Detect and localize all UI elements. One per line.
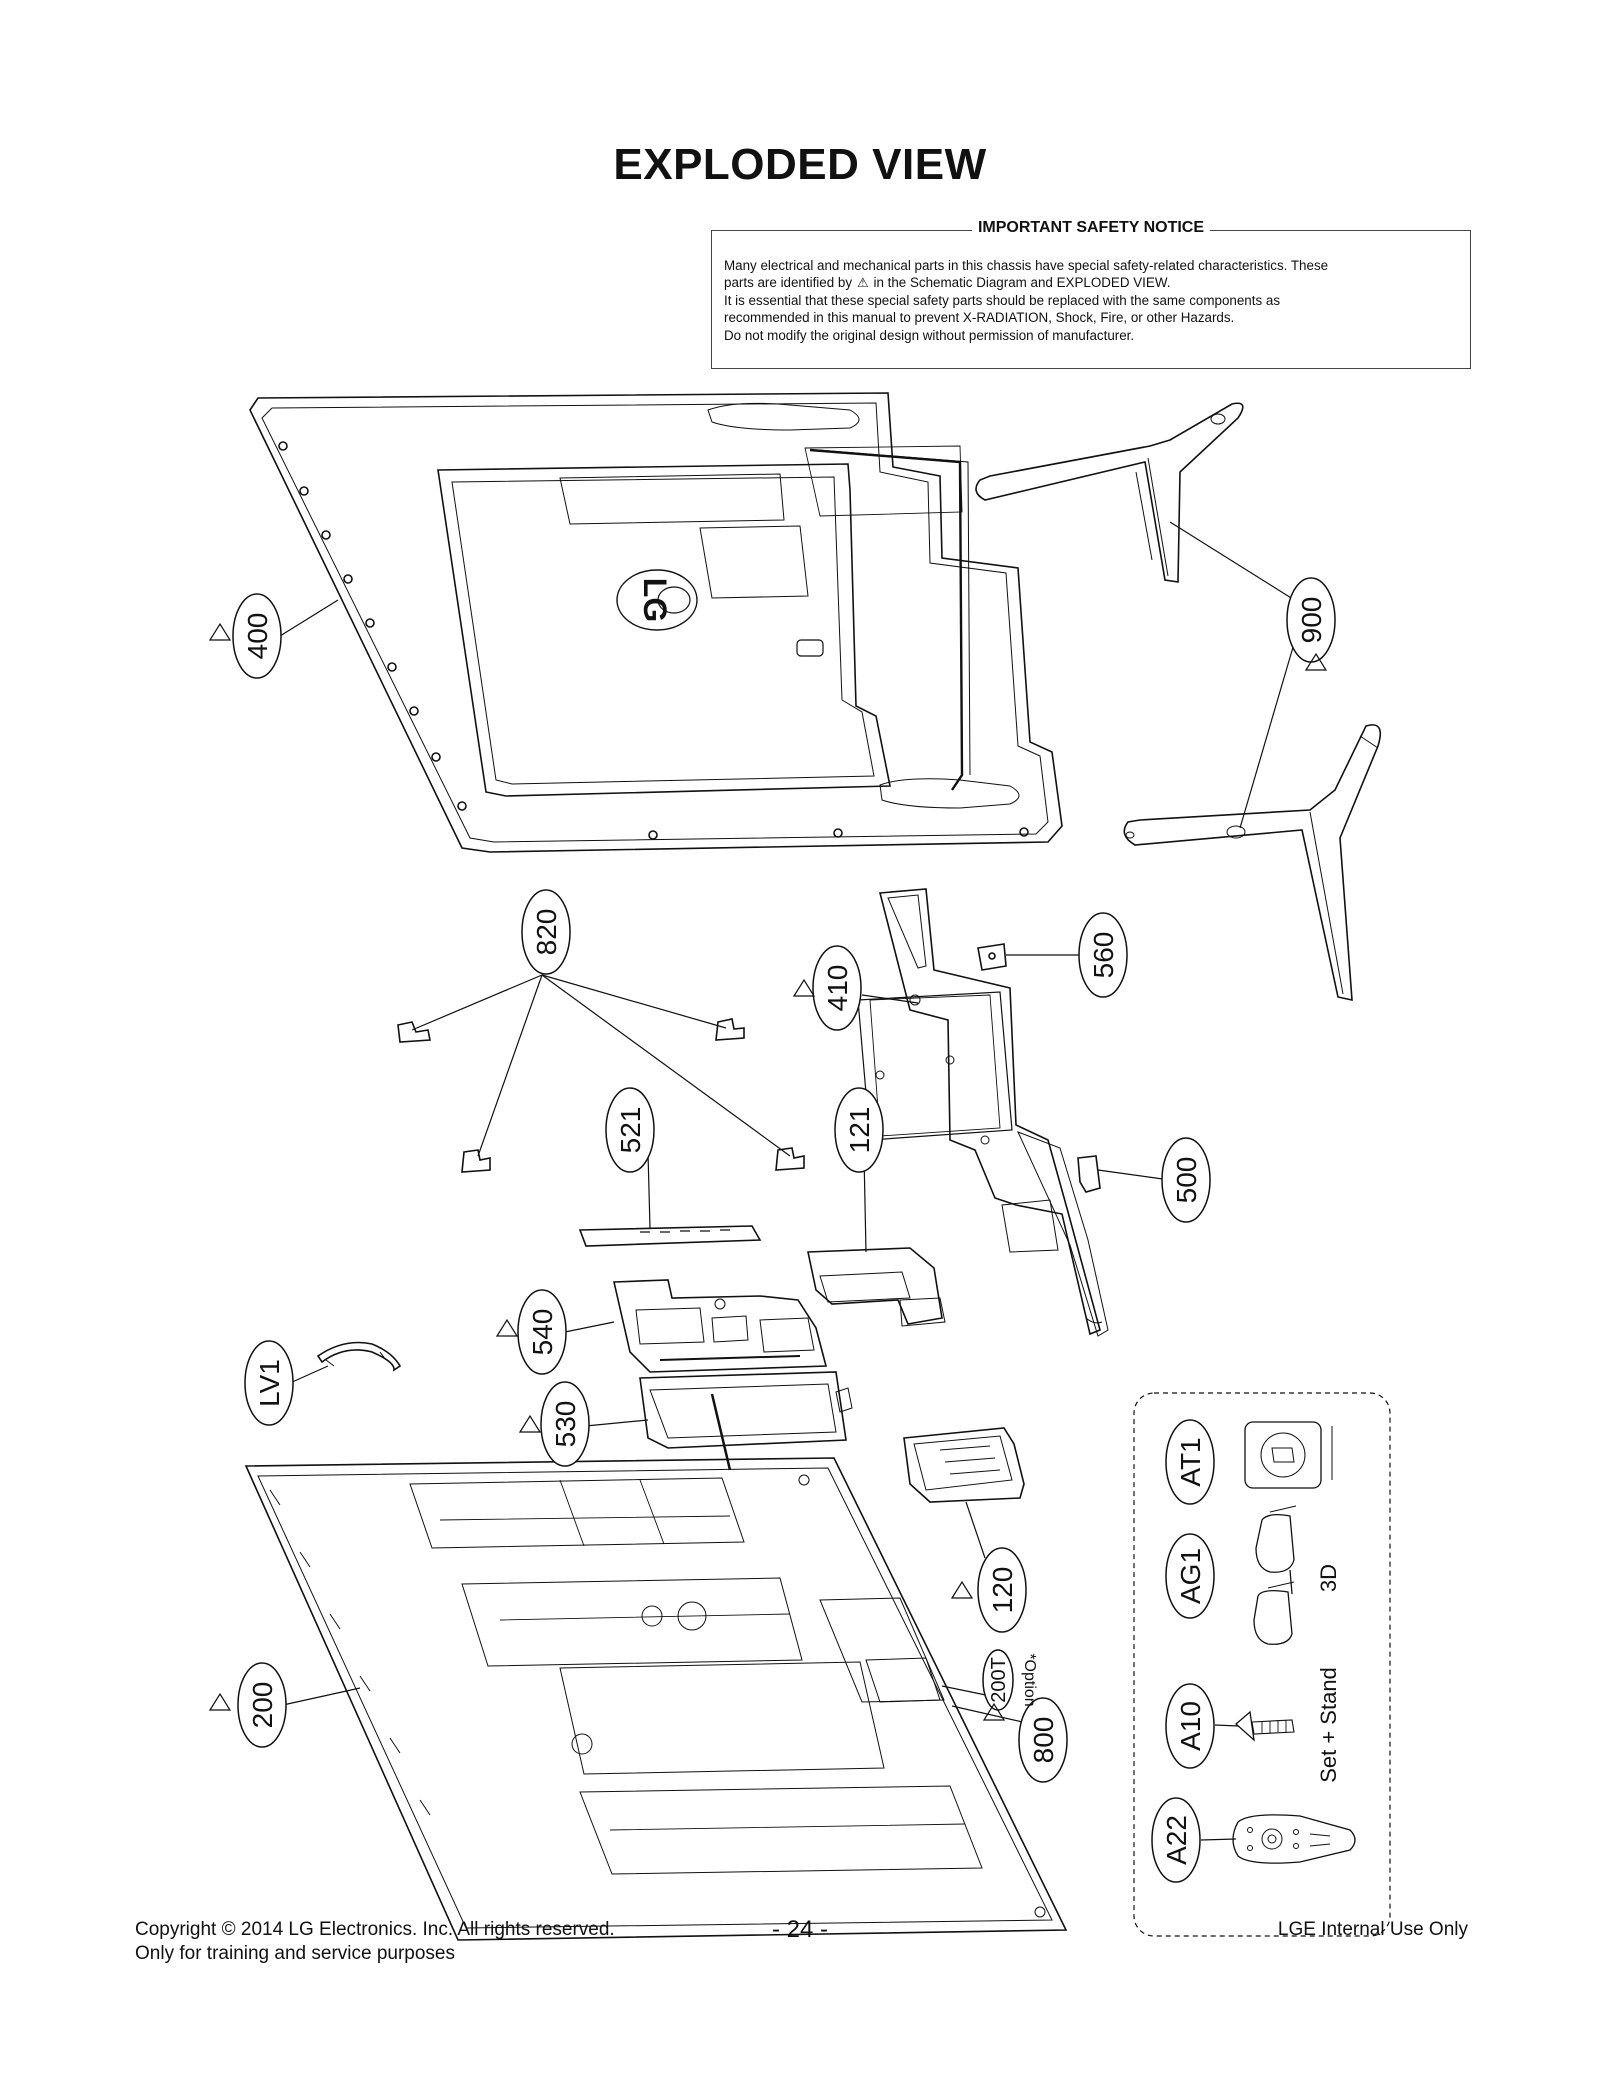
label-ellipse: [540, 1381, 590, 1467]
part-label-200: 200: [247, 1682, 278, 1729]
warning-triangle-icon: [1304, 652, 1328, 671]
warning-triangle-icon: [208, 1692, 232, 1711]
remote-control-accessory: [1232, 1814, 1356, 1864]
label-ellipse: [237, 1662, 287, 1748]
connector-bar-part: [578, 1225, 762, 1247]
label-ellipse: [834, 1087, 884, 1173]
lvds-cable-part: [316, 1341, 402, 1372]
speaker-part: [903, 1427, 1025, 1503]
frame-support-part: [857, 888, 1109, 1337]
label-ellipse: [1018, 1697, 1068, 1783]
part-label-800: 800: [1028, 1717, 1059, 1764]
warning-triangle-icon: [495, 1318, 519, 1337]
part-label-200t: 200T: [988, 1657, 1010, 1703]
label-ellipse: [1078, 912, 1128, 998]
ir-receiver-part: [1077, 1155, 1101, 1193]
safety-notice-line-part: parts are identified by: [724, 275, 853, 291]
bracket-part: [397, 1018, 805, 1173]
safety-notice-line-part: in the Schematic Diagram and EXPLODED VI…: [873, 275, 1171, 291]
warning-triangle-icon: [792, 978, 816, 997]
label-ellipse: [1151, 1797, 1201, 1883]
part-label-560: 560: [1088, 932, 1119, 979]
battery-accessory: [1244, 1421, 1333, 1489]
button-board-part: [977, 943, 1007, 971]
safety-notice-line: Do not modify the original design withou…: [724, 327, 1135, 343]
purpose-text: Only for training and service purposes: [135, 1943, 455, 1964]
part-label-a10: A10: [1175, 1701, 1206, 1751]
main-board-part: [613, 1279, 828, 1373]
safety-notice-line: Many electrical and mechanical parts in …: [724, 258, 1329, 273]
part-label-400: 400: [242, 613, 273, 660]
option-note: *Option: [1021, 1653, 1038, 1706]
part-label-540: 540: [527, 1309, 558, 1356]
label-ellipse: [605, 1087, 655, 1173]
part-label-120: 120: [987, 1567, 1018, 1614]
part-label-820: 820: [531, 909, 562, 956]
page-title: EXPLODED VIEW: [613, 140, 987, 189]
part-label-121: 121: [844, 1107, 875, 1154]
page-number: - 24 -: [771, 1916, 828, 1943]
safety-notice-box: IMPORTANT SAFETY NOTICE Many electrical …: [711, 219, 1471, 369]
label-ellipse: [812, 945, 862, 1031]
label-ellipse: [1161, 1137, 1211, 1223]
label-ellipse: [1165, 1533, 1215, 1619]
label-ellipse: [1165, 1419, 1215, 1505]
accessories-box: 3D Set + Stand: [1133, 1392, 1391, 1937]
safety-notice-body: Many electrical and mechanical parts in …: [724, 257, 1458, 344]
3d-label: 3D: [1316, 1564, 1341, 1592]
safety-notice-line: It is essential that these special safet…: [724, 292, 1281, 308]
footer-copyright: Copyright © 2014 LG Electronics. Inc. Al…: [135, 1918, 615, 1966]
stand-part: [975, 402, 1382, 1002]
back-cover-part: LG: [249, 392, 1063, 853]
safety-notice-line: recommended in this manual to prevent X-…: [724, 310, 1235, 326]
internal-use-text: LGE Internal Use Only: [1277, 1919, 1468, 1940]
part-label-lv1: LV1: [254, 1359, 285, 1407]
label-ellipse: [232, 593, 282, 679]
label-ellipse: [1165, 1683, 1215, 1769]
leader-lines: [279, 521, 1297, 1841]
part-label-500: 500: [1171, 1157, 1202, 1204]
label-ellipse: [977, 1547, 1027, 1633]
copyright-text: Copyright © 2014 LG Electronics. Inc. Al…: [135, 1919, 615, 1940]
part-label-530: 530: [550, 1401, 581, 1448]
warning-triangle-icon: [518, 1414, 542, 1433]
safety-notice-line: parts are identified by ⚠ in the Schemat…: [724, 274, 1458, 291]
part-label-at1: AT1: [1175, 1437, 1206, 1486]
part-label-900: 900: [1296, 597, 1327, 644]
set-stand-label: Set + Stand: [1316, 1667, 1341, 1783]
label-ellipse: [244, 1340, 294, 1426]
safety-notice-heading: IMPORTANT SAFETY NOTICE: [971, 219, 1211, 236]
label-ellipse: [521, 889, 571, 975]
lg-logo: LG: [637, 578, 673, 622]
part-label-a22: A22: [1161, 1815, 1192, 1865]
shield-cover-part: [807, 1247, 946, 1327]
lcd-panel-part: [244, 1457, 1068, 1941]
part-label-410: 410: [822, 965, 853, 1012]
warning-triangle-icon: ⚠: [856, 275, 869, 291]
part-label-ag1: AG1: [1175, 1548, 1206, 1604]
label-ellipse: [517, 1289, 567, 1375]
safety-triangles: [208, 622, 1328, 1721]
3d-glasses-accessory: [1253, 1505, 1297, 1645]
screw-accessory: [1235, 1710, 1295, 1742]
part-label-521: 521: [615, 1107, 646, 1154]
power-board-part: [639, 1371, 853, 1471]
warning-triangle-icon: [208, 622, 232, 641]
warning-triangle-icon: [982, 1702, 1006, 1721]
warning-triangle-icon: [950, 1580, 974, 1599]
